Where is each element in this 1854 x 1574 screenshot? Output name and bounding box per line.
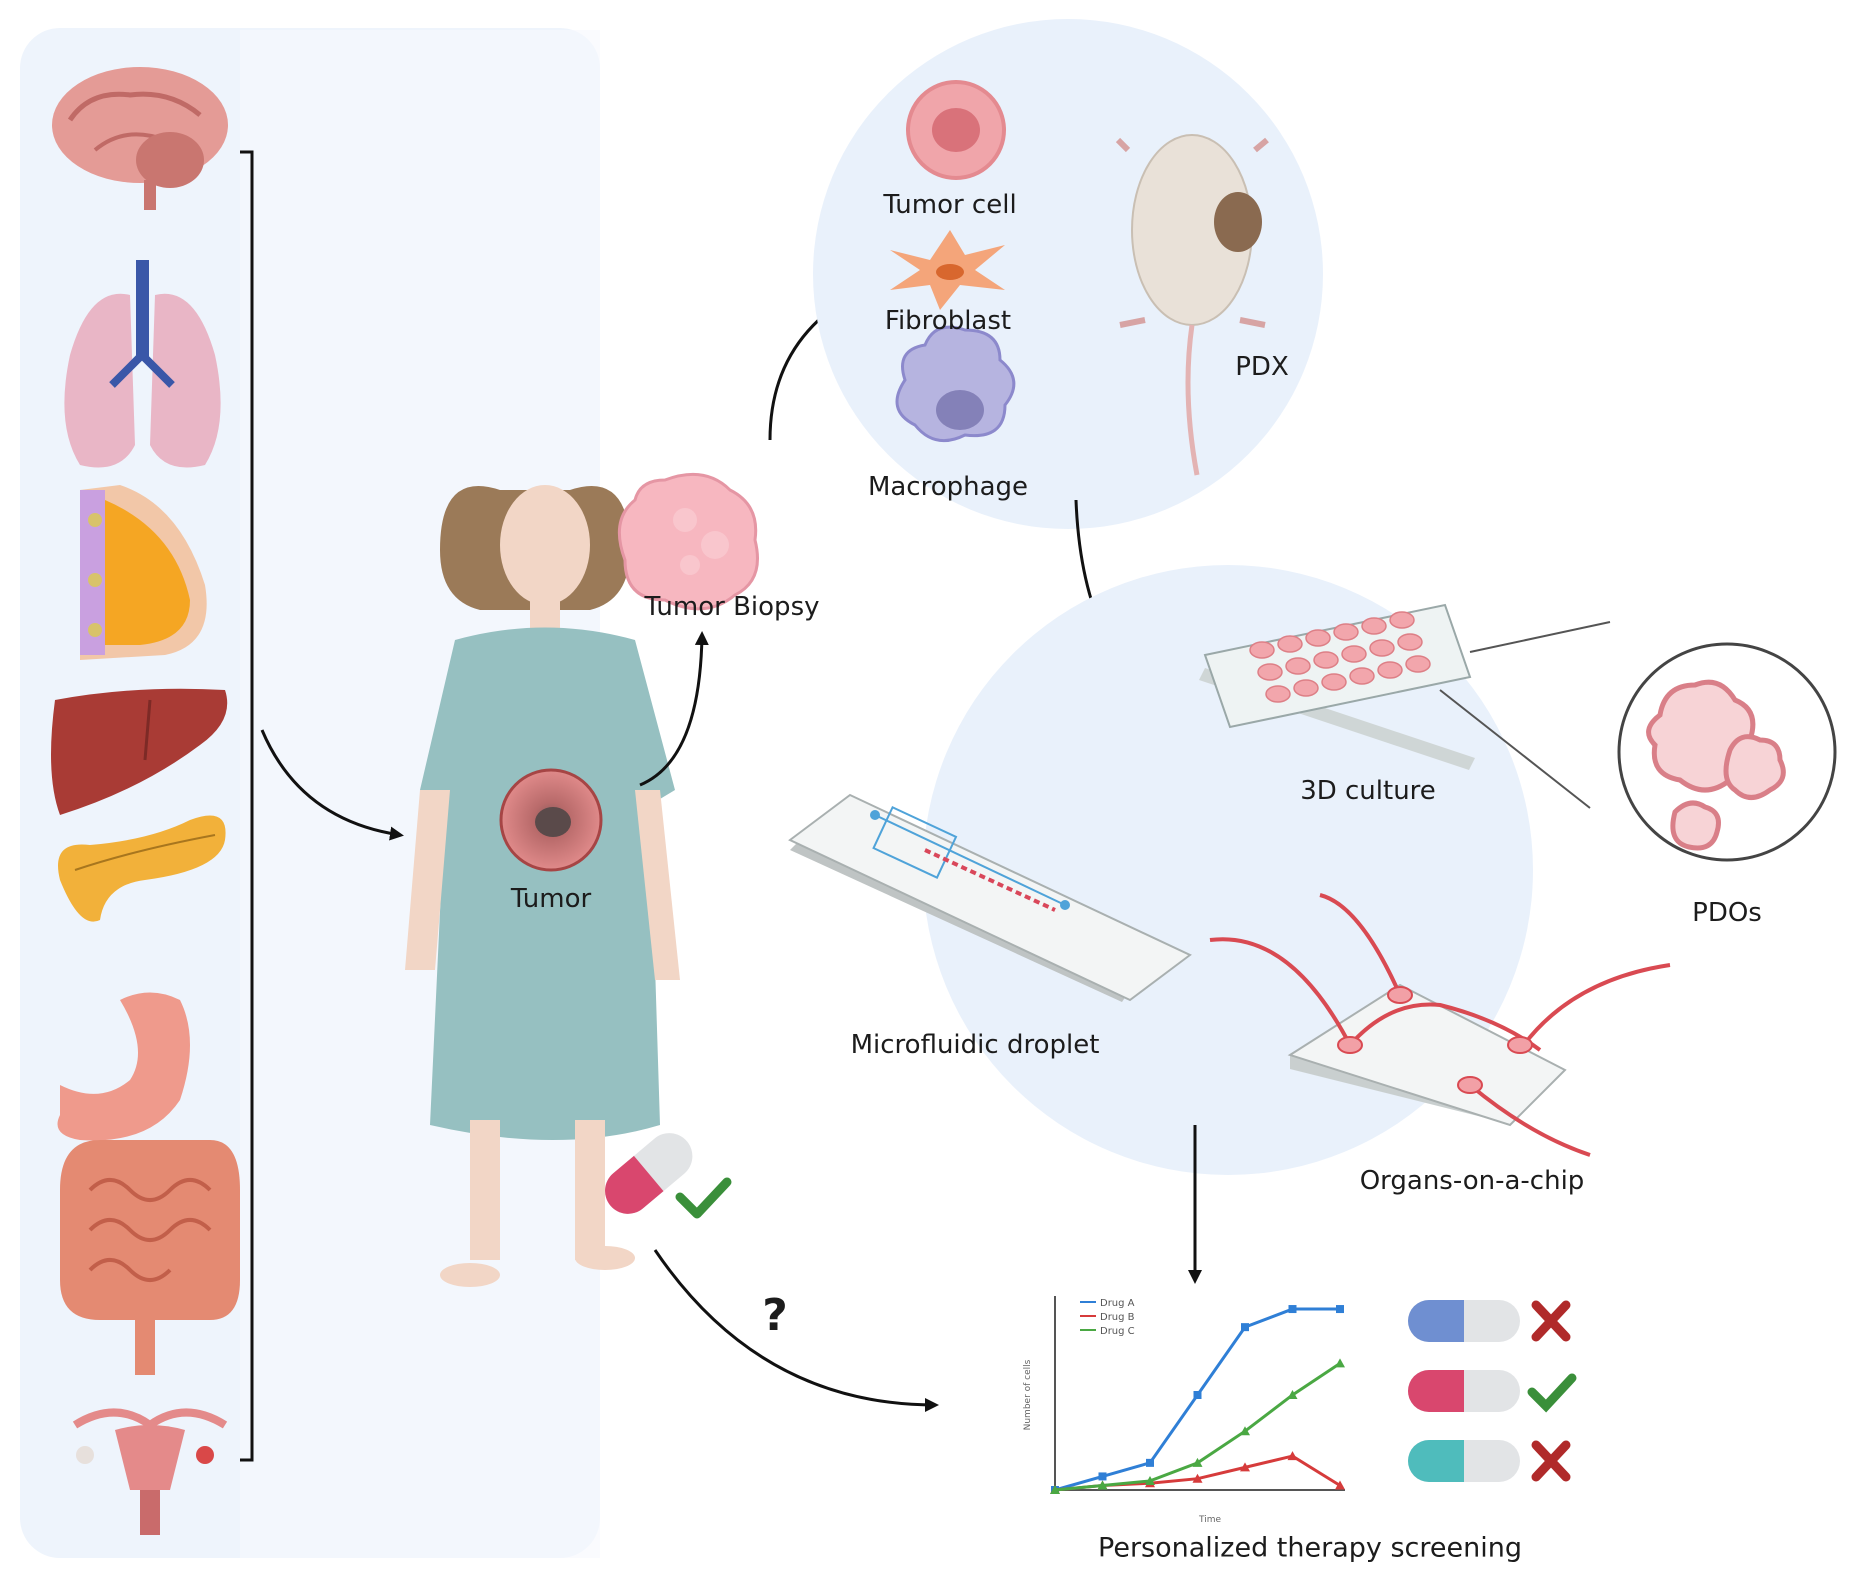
data-point [1241, 1323, 1249, 1332]
arrow-organs-to-patient [260, 729, 404, 841]
stomach-icon [57, 992, 190, 1141]
data-point [1336, 1305, 1344, 1314]
patient-figure [405, 485, 680, 1287]
zoom-lines [1439, 621, 1611, 809]
intestine-icon [60, 1140, 240, 1375]
tumor-biopsy-icon [617, 472, 759, 611]
organ-bracket [240, 150, 254, 1462]
brain-icon [52, 67, 228, 210]
3d-culture-label: 3D culture [1300, 776, 1436, 806]
tumor-biopsy-label: Tumor Biopsy [644, 592, 820, 622]
data-point [1335, 1358, 1345, 1368]
data-point [1335, 1480, 1345, 1490]
cross-icon [1531, 1300, 1571, 1342]
data-point [1240, 1462, 1250, 1472]
macrophage-label: Macrophage [867, 472, 1029, 502]
data-point [1288, 1305, 1297, 1314]
pdx-label: PDX [1235, 352, 1289, 382]
microfluidic-chip-icon [788, 793, 1192, 1002]
breast-icon [80, 485, 207, 660]
data-point [1145, 1475, 1155, 1485]
organs-on-a-chip-label: Organs-on-a-chip [1359, 1166, 1585, 1196]
cross-icon [1531, 1440, 1571, 1482]
pdos-label: PDOs [1692, 898, 1762, 928]
pdos-zoom-circle [1617, 642, 1837, 862]
organs-on-a-chip-icon [1209, 893, 1671, 1157]
drug-result-row [1408, 1300, 1571, 1342]
data-point [1240, 1426, 1250, 1436]
macrophage-icon [895, 325, 1016, 443]
pill-icon [1408, 1370, 1464, 1412]
pill-check-icon [605, 1133, 732, 1219]
pdx-mouse-icon [1115, 134, 1269, 476]
data-point [1050, 1485, 1060, 1494]
data-point [1146, 1458, 1154, 1467]
screening-label: Personalized therapy screening [1098, 1532, 1522, 1564]
uterus-icon [72, 1408, 228, 1535]
arrow-pill-to-screening [653, 1249, 939, 1412]
check-icon [1527, 1373, 1577, 1413]
pill-icon [1408, 1440, 1464, 1482]
pill-icon [1408, 1300, 1464, 1342]
screening-chart: Time Number of cells Drug A Drug B Drug C [1023, 1296, 1345, 1525]
legend-label: Drug C [1100, 1326, 1135, 1337]
arrow-patient-to-biopsy [639, 631, 709, 787]
drug-results [1408, 1300, 1577, 1482]
lungs-icon [64, 260, 221, 468]
cell-types-circle [813, 19, 1323, 529]
data-point [1097, 1480, 1108, 1490]
question-mark: ? [762, 1290, 788, 1341]
microfluidic-droplet-label: Microfluidic droplet [850, 1030, 1100, 1060]
tumor-icon [499, 768, 603, 872]
tumor-label: Tumor [510, 884, 592, 914]
chart-y-label: Number of cells [1023, 1359, 1033, 1430]
liver-icon [51, 688, 228, 815]
data-point [1192, 1473, 1203, 1483]
3d-culture-plate-icon [1199, 603, 1475, 770]
tumor-cell-icon [906, 80, 1006, 180]
data-point [1287, 1390, 1298, 1399]
tumor-cell-label: Tumor cell [883, 190, 1017, 220]
data-point [1193, 1391, 1202, 1399]
drug-result-row [1408, 1370, 1577, 1413]
drug-result-row [1408, 1440, 1571, 1482]
data-point [1287, 1451, 1298, 1461]
fibroblast-icon [890, 230, 1005, 310]
fibroblast-label: Fibroblast [884, 306, 1012, 336]
chart-x-label: Time [1198, 1515, 1221, 1525]
pancreas-icon [58, 815, 226, 922]
series-line-drug-c [1054, 1362, 1341, 1492]
legend-label: Drug B [1100, 1312, 1135, 1323]
legend-label: Drug A [1100, 1298, 1135, 1309]
data-point [1098, 1472, 1107, 1481]
data-point [1192, 1457, 1203, 1467]
